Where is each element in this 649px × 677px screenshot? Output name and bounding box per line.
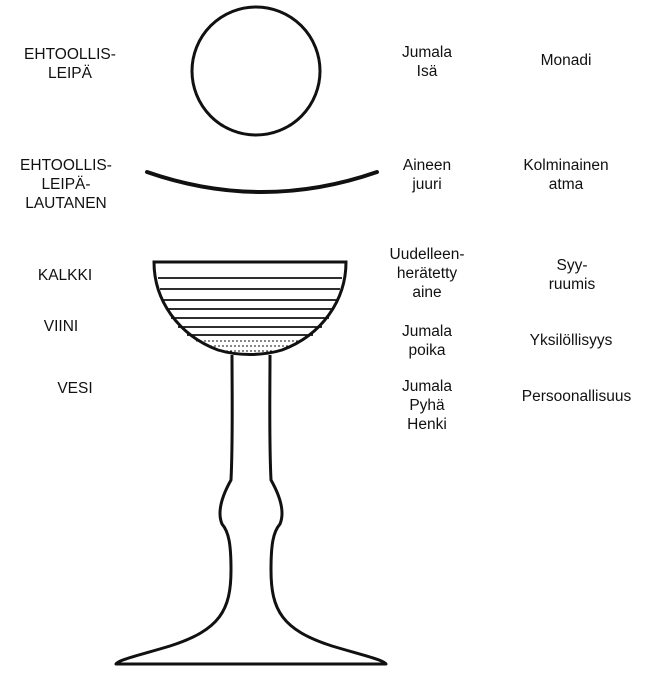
label-jumala-pyha-henki: Jumala Pyhä Henki (379, 377, 475, 434)
wafer-circle (192, 7, 320, 135)
chalice-stem (116, 355, 386, 664)
label-vesi: VESI (40, 379, 110, 398)
paten-arc (147, 172, 377, 192)
label-jumala-poika: Jumala poika (379, 322, 475, 360)
label-kalkki: KALKKI (20, 266, 110, 285)
label-syyruumis: Syy- ruumis (522, 256, 622, 294)
label-aineen-juuri: Aineen juuri (379, 156, 475, 194)
label-viini: VIINI (25, 317, 97, 336)
label-persoonallisuus: Persoonallisuus (504, 387, 649, 406)
label-monadi: Monadi (516, 51, 616, 70)
wine-lines (158, 278, 342, 335)
label-jumala-isa: Jumala Isä (379, 43, 475, 81)
label-kolminainen-atma: Kolminainen atma (506, 156, 626, 194)
label-uudelleenheratetty-aine: Uudelleen- herätetty aine (372, 245, 482, 302)
label-ehtoollisleipalautanen: EHTOOLLIS- LEIPÄ- LAUTANEN (2, 156, 130, 213)
label-ehtoollisleipa: EHTOOLLIS- LEIPÄ (10, 45, 130, 83)
water-band (196, 341, 304, 351)
label-yksilollisyys: Yksilöllisyys (506, 331, 636, 350)
